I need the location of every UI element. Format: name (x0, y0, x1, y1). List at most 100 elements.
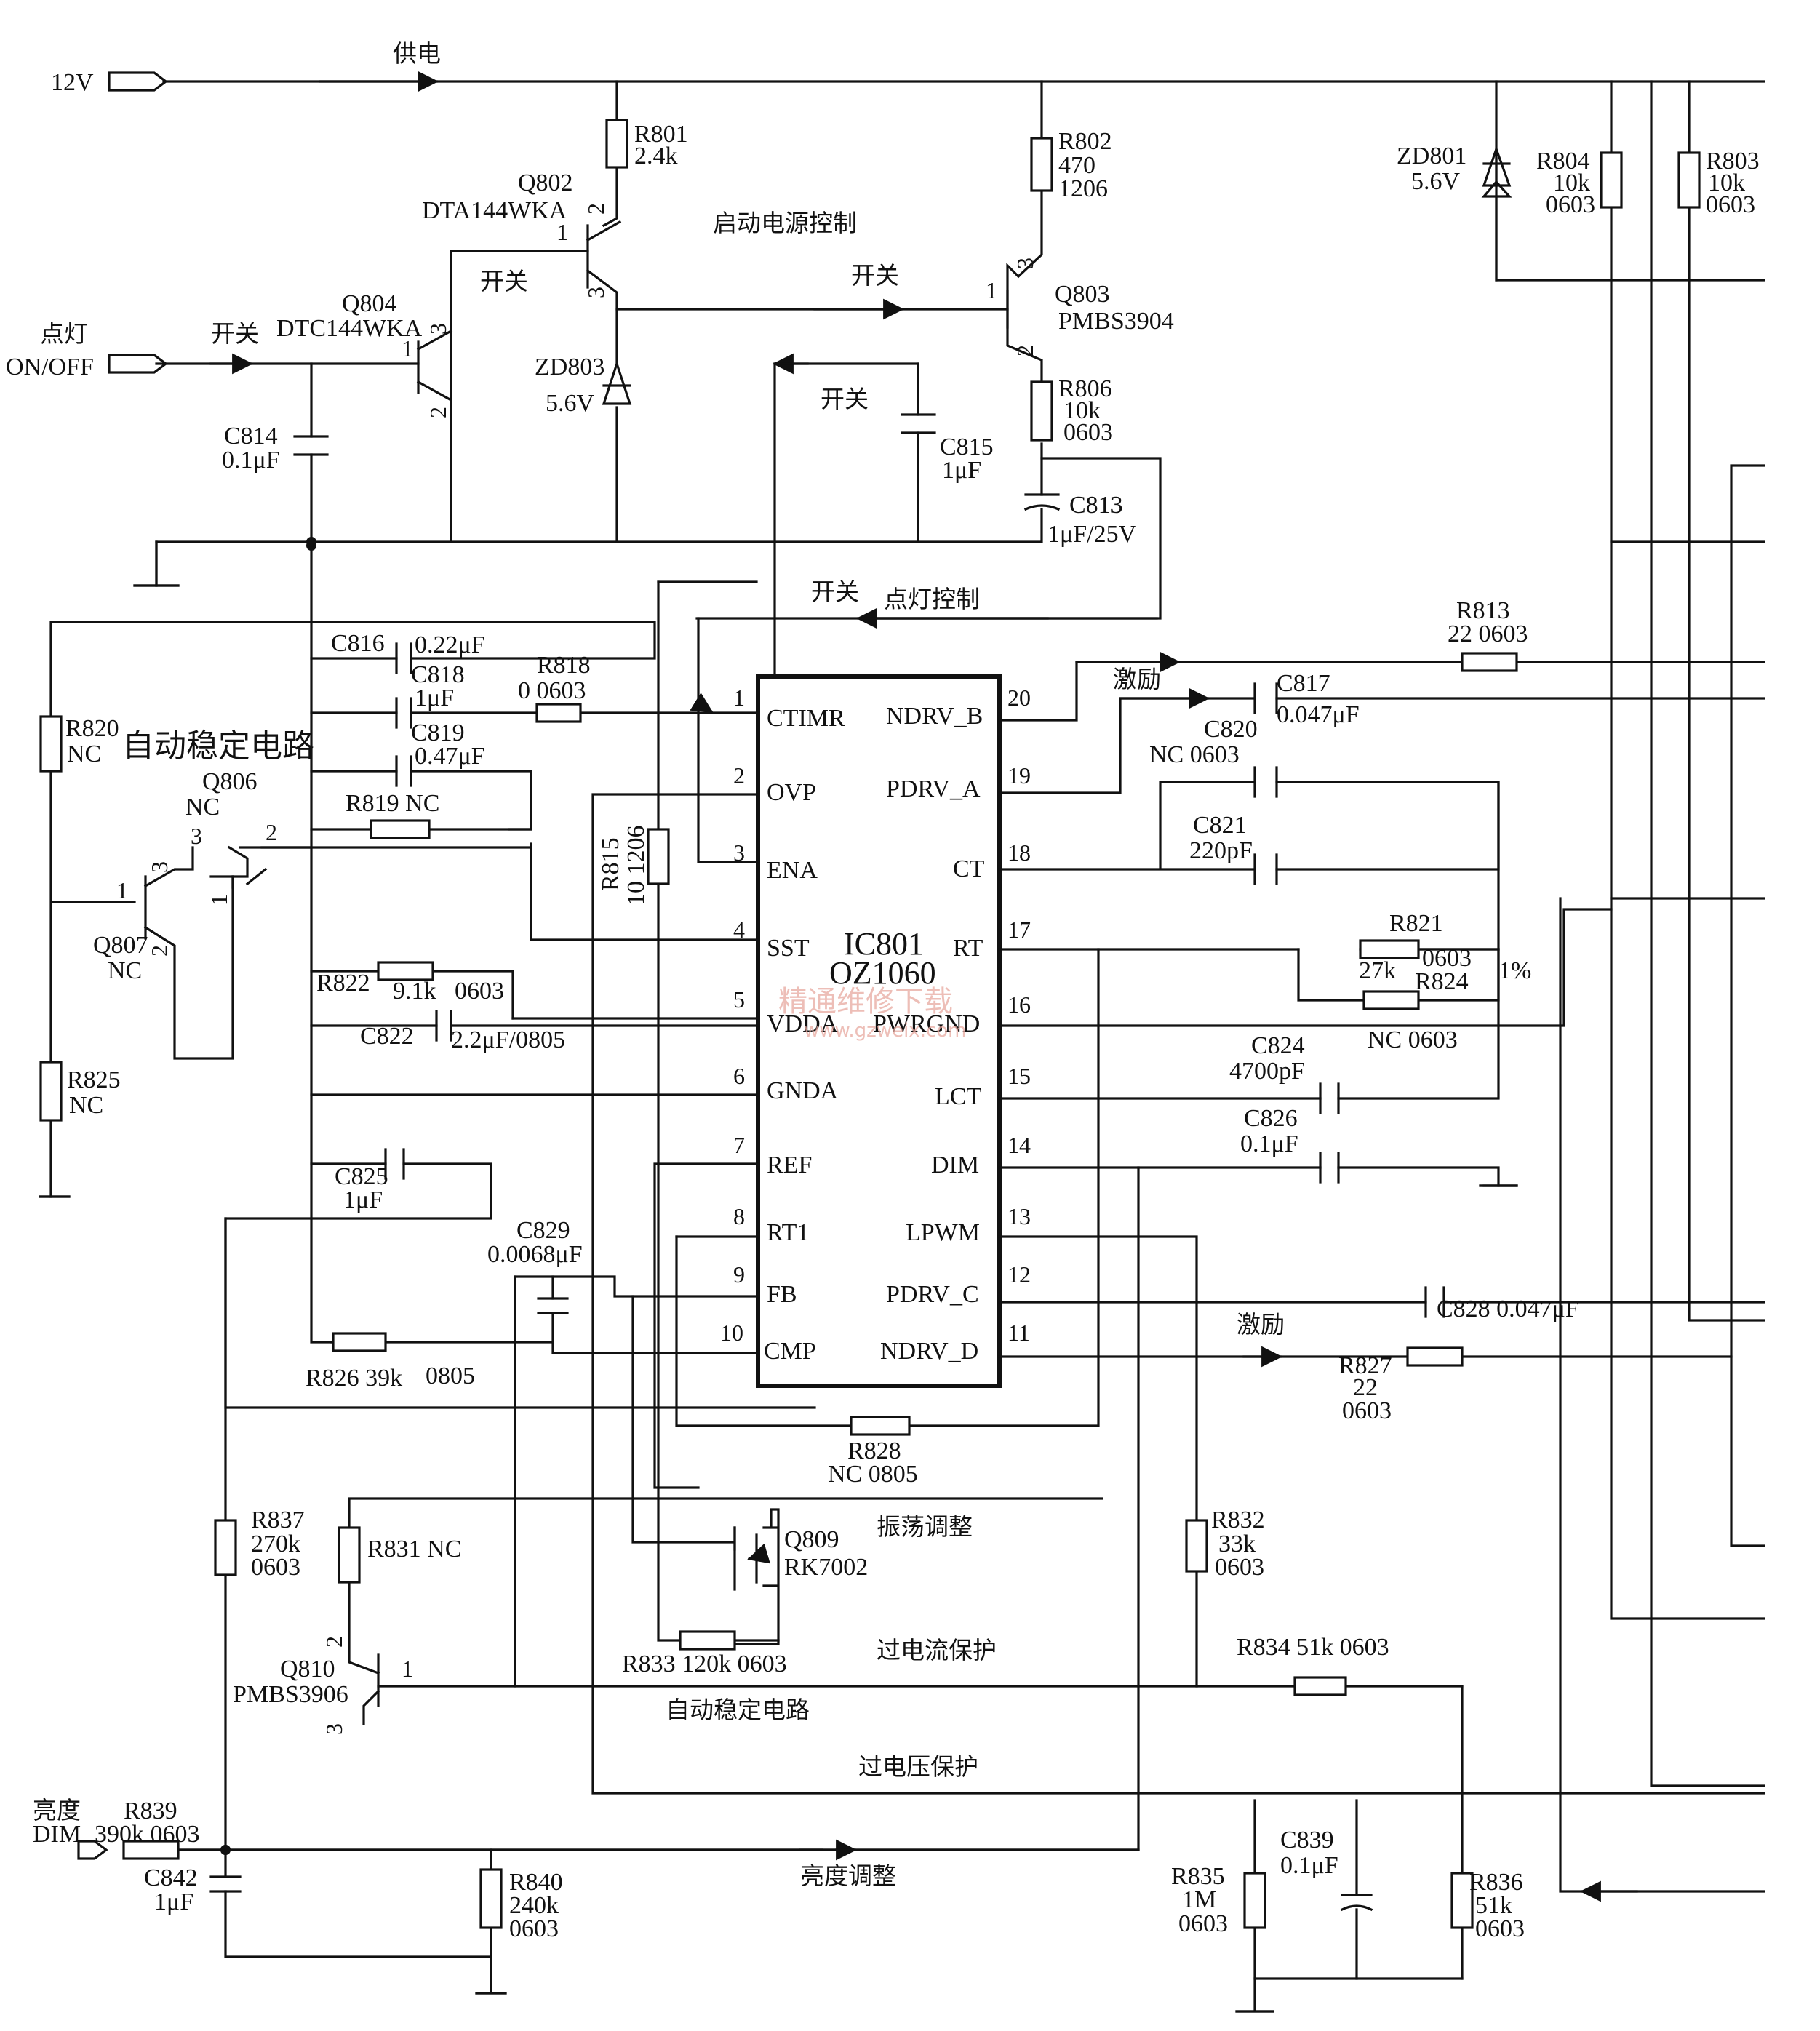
q802-pin3: 3 (583, 287, 609, 298)
label-auto-stable-2: 自动稳定电路 (666, 1696, 810, 1724)
value-c817: 0.047μF (1277, 701, 1360, 728)
value-q809: RK7002 (784, 1554, 868, 1581)
pin-2-num: 2 (733, 762, 745, 789)
value-c829: 0.0068μF (487, 1241, 583, 1268)
value-c815: 1μF (942, 457, 981, 484)
value-c839: 0.1μF (1280, 1852, 1338, 1879)
pin-10-num: 10 (720, 1320, 743, 1346)
pin-12-name: PDRV_C (886, 1281, 979, 1308)
label-q810: Q810 (280, 1656, 335, 1683)
label-switch-1: 开关 (480, 267, 528, 295)
label-r825: R825 (67, 1066, 121, 1093)
q807-pin1: 1 (116, 877, 128, 903)
capacitor-plates (209, 413, 1445, 1912)
pin-7-name: REF (767, 1152, 812, 1178)
label-startup-control: 启动电源控制 (713, 209, 857, 237)
value-q810: PMBS3906 (233, 1681, 348, 1708)
label-r833: R833 120k 0603 (622, 1651, 787, 1677)
label-r821: R821 (1389, 910, 1443, 937)
value-c842: 1μF (154, 1888, 193, 1915)
value-r839: 390k 0603 (95, 1821, 200, 1848)
q803-pin2: 2 (1012, 345, 1038, 356)
q803-pin1: 1 (986, 277, 997, 303)
pin-11-num: 11 (1007, 1320, 1030, 1346)
ic-ref: IC801 (844, 926, 924, 962)
label-r802: R802 (1058, 128, 1112, 155)
label-switch-4: 开关 (821, 385, 869, 413)
q802-pin2: 2 (583, 203, 609, 215)
q807-pin3: 3 (146, 861, 172, 873)
label-c839: C839 (1280, 1827, 1334, 1854)
label-excite-2: 激励 (1237, 1310, 1285, 1338)
pkg-r803: 0603 (1706, 191, 1755, 218)
label-zd803: ZD803 (535, 354, 604, 380)
value-c818: 1μF (415, 685, 454, 711)
value-r828: NC 0805 (828, 1461, 918, 1488)
port-onoff-cn: 点灯 (40, 319, 88, 348)
pin-8-num: 8 (733, 1203, 745, 1229)
label-brightness-adjust: 亮度调整 (800, 1862, 896, 1890)
label-ovp: 过电压保护 (858, 1752, 978, 1781)
label-c813: C813 (1069, 492, 1123, 519)
label-c822: C822 (360, 1023, 414, 1050)
label-switch-2: 开关 (851, 261, 899, 290)
label-c825: C825 (335, 1163, 388, 1190)
value-r827: 22 (1353, 1374, 1378, 1401)
pin-7-num: 7 (733, 1132, 745, 1158)
pin-19-name: PDRV_A (886, 775, 981, 802)
pkg-r837: 0603 (251, 1554, 300, 1581)
junction-dots (220, 537, 316, 1855)
q810-pin2: 2 (321, 1636, 347, 1648)
label-nc0603: NC 0603 (1368, 1026, 1458, 1053)
resistor-bodies (39, 119, 1701, 1929)
pin-18-name: CT (953, 855, 985, 882)
label-r839: R839 (124, 1797, 177, 1824)
label-c821: C821 (1193, 812, 1247, 839)
value-r806: 10k (1063, 397, 1101, 424)
value-zd801: 5.6V (1411, 168, 1461, 195)
label-r827: R827 (1338, 1352, 1392, 1379)
port-dim-cn: 亮度 (33, 1796, 81, 1824)
label-zd801: ZD801 (1397, 143, 1466, 169)
value-c825: 1μF (343, 1186, 383, 1213)
label-r803: R803 (1706, 148, 1760, 175)
pkg-r822: 0603 (455, 978, 504, 1005)
component-labels: R801 2.4k Q802 DTA144WKA R802 470 1206 Q… (65, 121, 1760, 1942)
label-c814: C814 (224, 423, 278, 450)
label-r822: R822 (316, 970, 370, 997)
watermark-cn: 精通维修下载 (778, 985, 953, 1018)
value-zd803: 5.6V (546, 390, 595, 417)
label-auto-stable-1: 自动稳定电路 (122, 727, 314, 765)
ground-symbols (39, 584, 1518, 2013)
label-c820: C820 (1204, 716, 1258, 743)
value-c820: NC 0603 (1149, 741, 1240, 768)
q807-pin2: 2 (146, 945, 172, 957)
pin-18-num: 18 (1007, 839, 1031, 866)
value-r832: 33k (1218, 1531, 1256, 1557)
value-q802: DTA144WKA (422, 197, 567, 224)
value-q804: DTC144WKA (276, 315, 423, 342)
value-c826: 0.1μF (1240, 1130, 1298, 1157)
value-c813: 1μF/25V (1047, 521, 1137, 548)
label-c819: C819 (411, 719, 465, 746)
value-q807: NC (108, 957, 142, 984)
label-r828: R828 (847, 1437, 901, 1464)
pin-17-name: RT (953, 935, 983, 962)
q806-pin3: 3 (191, 823, 202, 849)
transistor-pin-numbers: 1 2 3 1 3 2 1 3 2 3 2 1 1 3 2 1 2 3 (116, 203, 1038, 1735)
value-r801: 2.4k (634, 143, 678, 169)
label-q803: Q803 (1055, 281, 1110, 308)
pin-14-num: 14 (1007, 1132, 1031, 1158)
label-r820: R820 (65, 715, 119, 742)
label-r831: R831 NC (367, 1536, 461, 1563)
pkg-r826: 0805 (426, 1362, 475, 1389)
pin-1-num: 1 (733, 685, 745, 711)
label-c816: C816 (331, 630, 385, 657)
label-switch-5: 开关 (811, 578, 859, 606)
label-c815: C815 (940, 434, 994, 460)
q803-pin3: 3 (1012, 258, 1038, 269)
ic-left-pins: 1 CTIMR 2 OVP 3 ENA 4 SST 5 VDDA 6 GNDA … (720, 685, 845, 1365)
label-r801: R801 (634, 121, 688, 148)
label-c826: C826 (1244, 1105, 1298, 1132)
pin-15-name: LCT (935, 1083, 981, 1110)
